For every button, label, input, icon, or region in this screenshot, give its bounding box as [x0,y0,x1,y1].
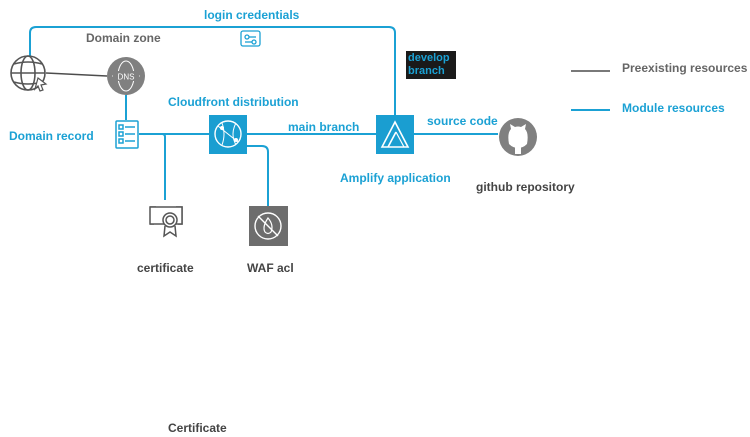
certificate-label: certificate [137,261,194,275]
certificate-bottom-label: Certificate [168,421,227,435]
amplify-application-label: Amplify application [340,171,451,185]
module-connections [29,26,498,206]
cloudfront-to-waf-link [240,145,269,206]
main-branch-label: main branch [288,120,360,134]
record-to-certificate-link [158,133,166,200]
legend-module-label: Module resources [622,101,725,115]
domain-zone-label: Domain zone [86,31,161,45]
github-repository-label: github repository [476,180,575,194]
develop-branch-line1: develop [408,52,450,64]
amplify-icon [376,115,414,154]
waf-acl-label: WAF acl [247,261,294,275]
svg-text:DNS: DNS [118,73,135,82]
legend-preexisting-label: Preexisting resources [622,61,748,75]
certificate-icon [149,206,183,238]
login-credentials-link [29,26,396,118]
develop-branch-line2: branch [408,65,445,77]
github-icon [499,118,537,156]
preexisting-link-globe-dns [45,72,108,77]
dns-icon: DNS [107,57,145,95]
cloudfront-icon [209,115,247,154]
route53-record-icon [115,120,139,149]
login-credentials-label: login credentials [204,8,300,22]
waf-icon [249,206,288,246]
source-code-label: source code [427,114,498,128]
develop-branch-label: develop branch [406,51,456,79]
secrets-icon [240,30,261,47]
globe-icon [10,55,48,92]
domain-record-label: Domain record [9,129,94,143]
cloudfront-distribution-label: Cloudfront distribution [168,95,299,109]
